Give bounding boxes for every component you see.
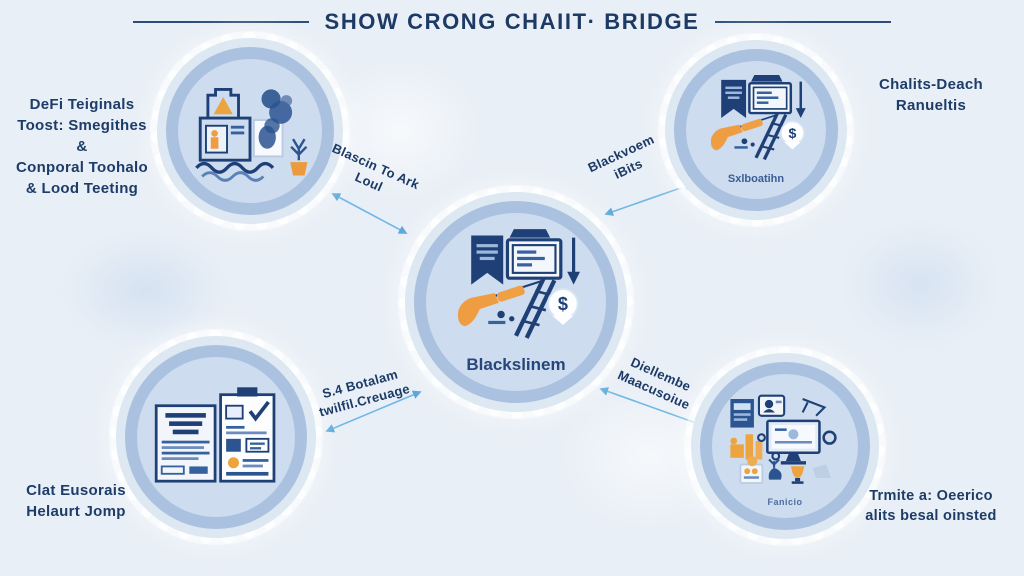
node-label-center: Blackslinem (466, 355, 566, 374)
caption-line: alits besal oinsted (865, 508, 997, 525)
node-scallop-edge (151, 32, 349, 230)
caption-line: & (76, 138, 88, 155)
title-rule-right (715, 21, 892, 23)
title-row: SHOW CRONG CHAIIT· BRIDGE (0, 6, 1024, 38)
blockchain-construction-scene-icon (441, 227, 591, 355)
page-title: SHOW CRONG CHAIIT· BRIDGE (324, 9, 700, 34)
node-inner: Sxlboatihn (686, 61, 826, 199)
node-inner (178, 59, 322, 203)
node-top-right: Sxlboatihn (659, 34, 853, 226)
caption-line: Clat Eusorais (26, 482, 126, 499)
background-blob (840, 220, 1000, 350)
node-bottom-right: Fanicio (685, 347, 885, 545)
node-label-top-right: Sxlboatihn (727, 173, 785, 185)
caption-bottom-right: Trmite a: Oeerico alits besal oinsted (842, 486, 1020, 527)
node-bottom-left (110, 330, 322, 544)
node-scallop-edge (685, 347, 885, 545)
node-inner: Blackslinem (426, 213, 606, 391)
caption-top-right: Chalits-Deach Ranueltis (845, 74, 1017, 116)
documents-checklist-scene-icon (147, 381, 285, 493)
node-top-left (151, 32, 349, 230)
caption-line: Trmite a: Oeerico (869, 488, 993, 504)
node-scallop-edge (659, 34, 853, 226)
factory-pollution-scene-icon (183, 74, 317, 189)
caption-line: Helaurt Jomp (26, 503, 126, 520)
node-scallop-edge (399, 186, 633, 418)
blockchain-construction-scene-icon (698, 73, 814, 173)
title-rule-left (132, 21, 309, 23)
caption-line: Chalits-Deach (879, 76, 983, 93)
node-label-bottom-right: Fanicio (767, 497, 803, 507)
caption-bottom-left: Clat Eusorais Helaurt Jomp (6, 480, 146, 522)
caption-line: Conporal Toohalo (15, 159, 148, 176)
node-center: Blackslinem (399, 186, 633, 418)
caption-line: & Lood Teeting (25, 180, 139, 197)
workstation-analytics-scene-icon (722, 390, 848, 492)
caption-line: Toost: Smegithes (17, 117, 147, 134)
caption-line: Ranueltis (895, 97, 967, 114)
node-scallop-edge (110, 330, 322, 544)
caption-line: DeFi Teiginals (29, 96, 135, 113)
node-inner: Fanicio (712, 374, 858, 518)
caption-top-left: DeFi Teiginals Toost: Smegithes & Conpor… (6, 94, 158, 199)
node-inner (137, 357, 295, 517)
